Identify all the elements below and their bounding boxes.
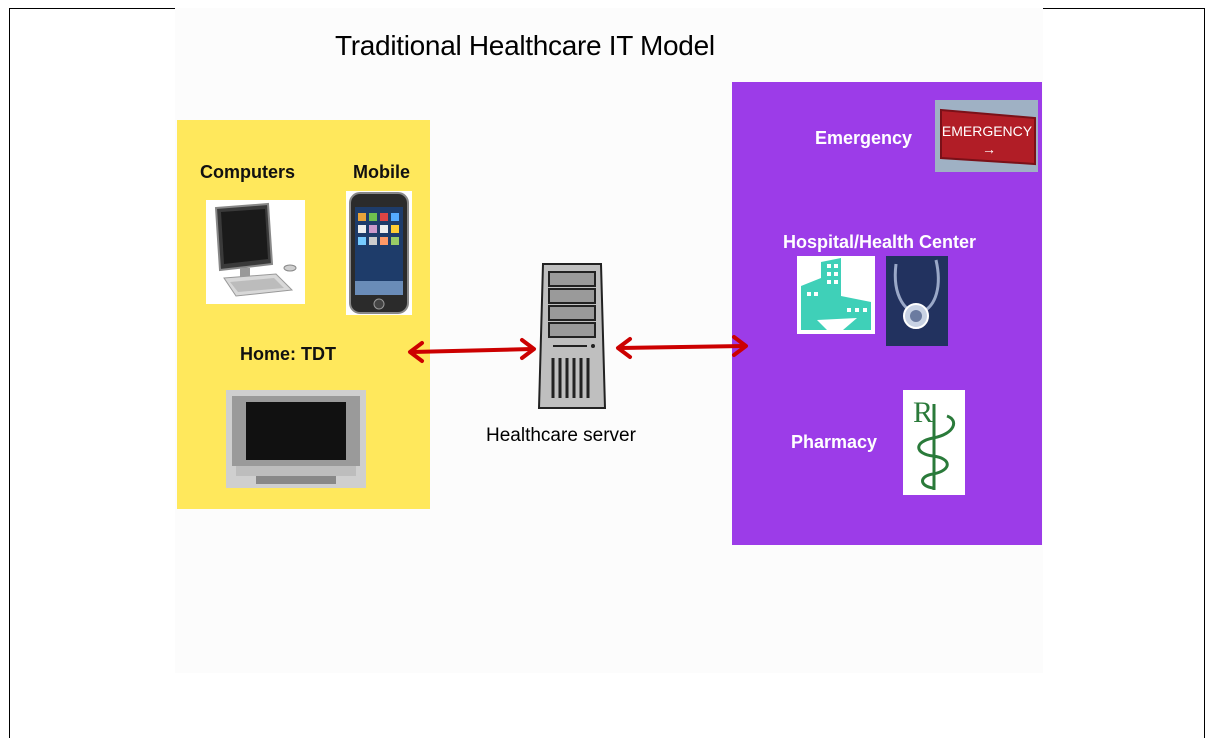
emergency-sign-text: EMERGENCY <box>942 123 1033 139</box>
mobile-label: Mobile <box>353 162 410 182</box>
smartphone-icon <box>346 191 412 315</box>
pharmacy-label: Pharmacy <box>791 432 878 452</box>
arrow-devices-to-server <box>408 338 536 363</box>
healthcare-server-icon <box>535 262 607 410</box>
arrow-server-to-providers <box>616 335 748 359</box>
computers-label: Computers <box>200 162 296 182</box>
home-tdt-label: Home: TDT <box>240 344 336 364</box>
hospital-label: Hospital/Health Center <box>783 232 977 252</box>
server-caption: Healthcare server <box>486 425 636 446</box>
desktop-computer-icon <box>206 200 305 304</box>
emergency-sign-icon: EMERGENCY → <box>935 100 1038 172</box>
pharmacy-sign-text: R <box>913 396 933 429</box>
diagram-title: Traditional Healthcare IT Model <box>335 30 715 61</box>
pharmacy-symbol-icon: R <box>903 390 965 495</box>
hospital-building-icon <box>797 256 875 334</box>
stethoscope-icon <box>886 256 948 346</box>
emergency-label: Emergency <box>815 128 913 148</box>
svg-text:→: → <box>982 141 996 157</box>
television-icon <box>226 390 366 488</box>
